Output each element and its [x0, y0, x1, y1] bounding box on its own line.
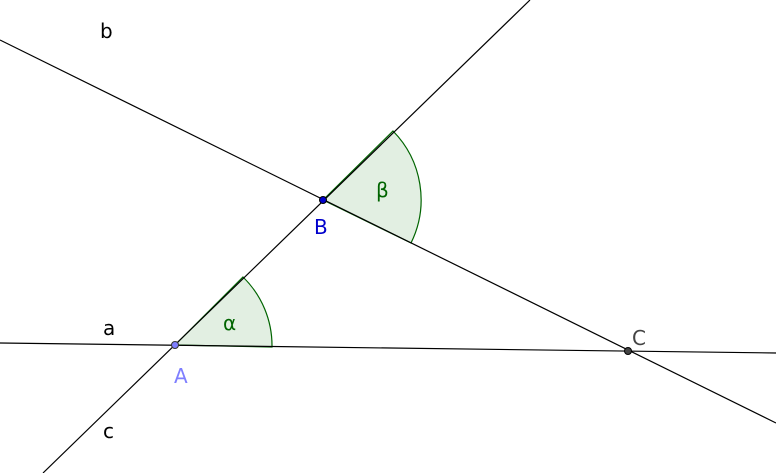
- angle-beta-label: β: [376, 178, 389, 202]
- angle-beta-sector[interactable]: [321, 130, 422, 244]
- line-b-label: b: [100, 19, 113, 43]
- point-C-label: C: [632, 326, 646, 350]
- line-c-label: c: [103, 419, 114, 443]
- angle-alpha-sector[interactable]: [173, 276, 273, 348]
- point-B[interactable]: [319, 196, 327, 204]
- line-b[interactable]: [0, 39, 776, 424]
- line-a-label: a: [103, 316, 115, 340]
- angle-alpha-label: α: [223, 311, 236, 335]
- point-C[interactable]: [624, 347, 632, 355]
- line-a[interactable]: [0, 342, 776, 354]
- line-c[interactable]: [42, 0, 531, 473]
- point-A-label: A: [174, 364, 188, 388]
- point-B-label: B: [314, 215, 328, 239]
- point-A[interactable]: [171, 341, 179, 349]
